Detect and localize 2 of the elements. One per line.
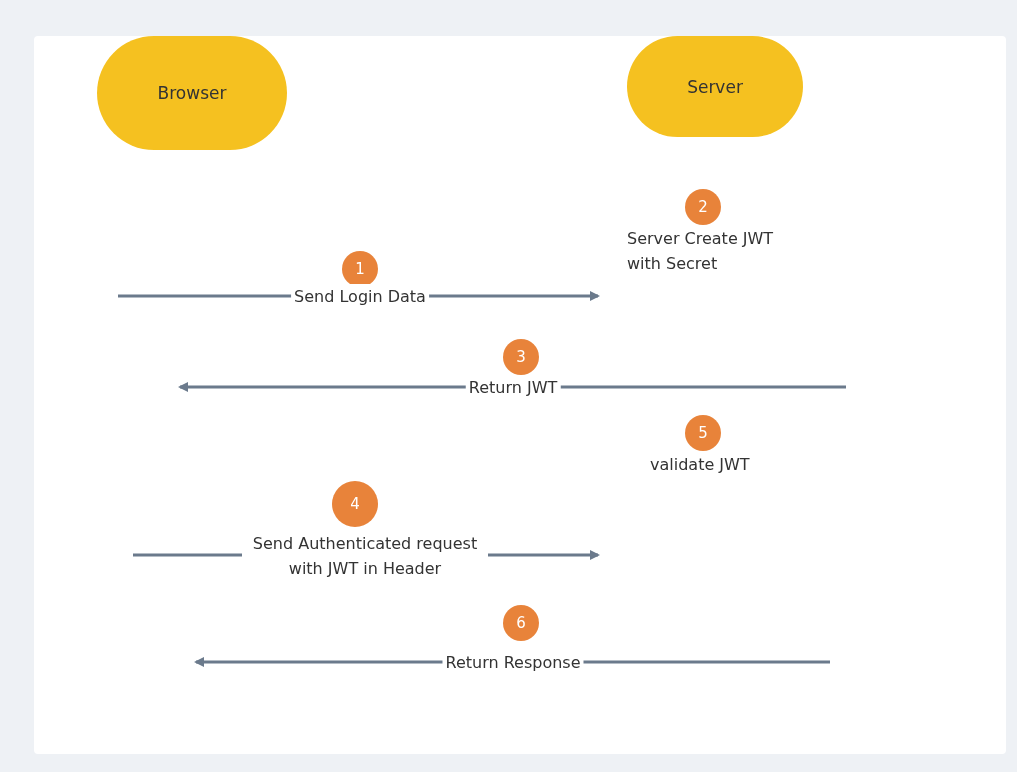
step-caption: Server Create JWT with Secret	[627, 228, 775, 275]
step-caption: validate JWT	[650, 454, 751, 476]
